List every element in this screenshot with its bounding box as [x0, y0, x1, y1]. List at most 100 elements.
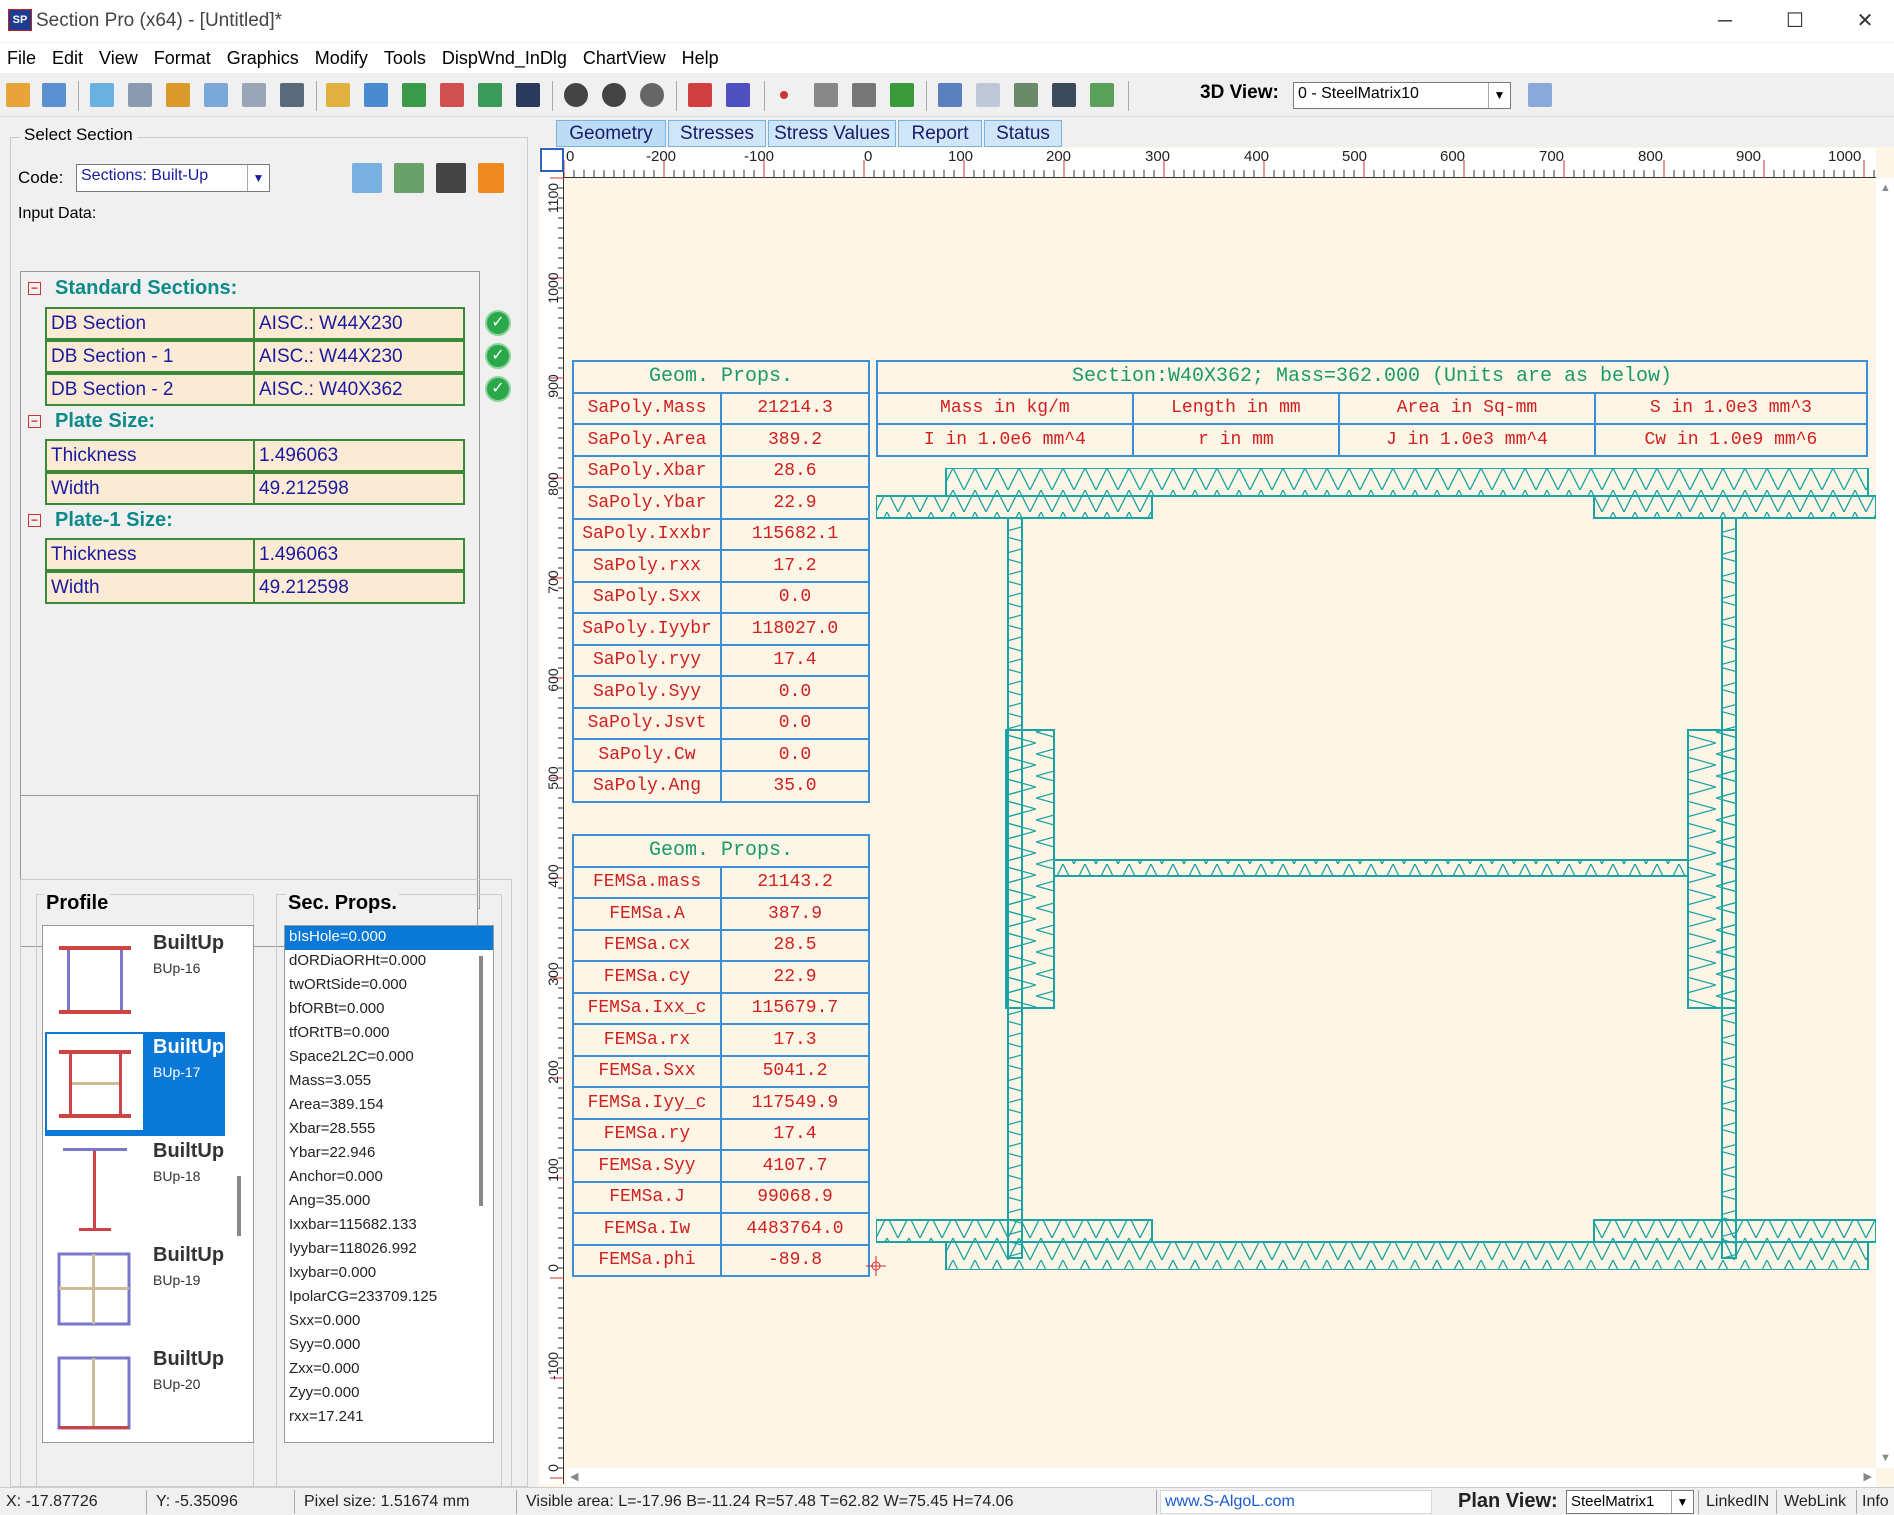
linkedin-link[interactable]: LinkedIN	[1706, 1493, 1770, 1510]
mesh-edit-icon[interactable]	[726, 83, 750, 107]
secprop-item[interactable]: bIsHole=0.000	[285, 926, 493, 950]
menu-graphics[interactable]: Graphics	[226, 48, 299, 68]
fit-view-icon[interactable]	[540, 148, 564, 172]
secprop-item[interactable]: IpolarCG=233709.125	[289, 1288, 438, 1305]
clipboard-icon[interactable]	[436, 163, 466, 193]
horizontal-scrollbar[interactable]: ◀ ▶	[566, 1468, 1876, 1487]
secprop-item[interactable]: dORDiaORHt=0.000	[289, 952, 427, 969]
plan-view-select[interactable]: SteelMatrix1 ▼	[1566, 1490, 1694, 1514]
secprop-item[interactable]: tfORtTB=0.000	[289, 1024, 390, 1041]
secprop-item[interactable]: Ang=35.000	[289, 1192, 371, 1209]
secprop-item[interactable]: bfORBt=0.000	[289, 1000, 385, 1017]
profile-list[interactable]: BuiltUp BUp-16 BuiltUp BUp-17 BuiltUp BU…	[42, 925, 254, 1443]
tab-stresses[interactable]: Stresses	[668, 120, 766, 147]
website-link[interactable]: www.S-AlgoL.com	[1160, 1490, 1432, 1514]
menu-file[interactable]: File	[7, 48, 37, 68]
grid-value[interactable]: 49.212598	[259, 577, 349, 598]
secprop-item[interactable]: Anchor=0.000	[289, 1168, 383, 1185]
close-button[interactable]: ✕	[1856, 10, 1874, 32]
grid-value[interactable]: 49.212598	[259, 478, 349, 499]
profile-item[interactable]: BuiltUp BUp-16	[45, 928, 225, 1032]
menu-modify[interactable]: Modify	[314, 48, 368, 68]
secprop-item[interactable]: Xbar=28.555	[289, 1120, 376, 1137]
category-plate-size[interactable]: −Plate Size:	[28, 410, 155, 433]
profile-item[interactable]: BuiltUp BUp-19	[45, 1240, 225, 1344]
mesh-icon[interactable]	[688, 83, 712, 107]
tab-report[interactable]: Report	[898, 120, 982, 147]
eye-search-icon[interactable]	[42, 83, 66, 107]
menu-tools[interactable]: Tools	[383, 48, 426, 68]
profile-item-selected[interactable]: BuiltUp BUp-17	[45, 1032, 225, 1136]
grid-value[interactable]: 1.496063	[259, 544, 339, 565]
menu-view[interactable]: View	[99, 48, 138, 68]
secprop-item[interactable]: Space2L2C=0.000	[289, 1048, 414, 1065]
secprop-item[interactable]: Zxx=0.000	[289, 1360, 360, 1377]
info-link[interactable]: Info	[1862, 1493, 1889, 1510]
reload-icon[interactable]	[478, 163, 504, 193]
scrollbar-thumb[interactable]	[479, 956, 483, 1206]
menu-dispwnd[interactable]: DispWnd_InDlg	[441, 48, 567, 68]
check-icon[interactable]: ✓	[485, 343, 511, 369]
check-icon[interactable]: ✓	[485, 310, 511, 336]
zoom-icon[interactable]	[640, 83, 664, 107]
collapse-icon[interactable]: −	[28, 415, 41, 428]
polygon-icon[interactable]	[852, 83, 876, 107]
grid-value[interactable]: AISC.: W44X230	[259, 313, 403, 334]
secprop-item[interactable]: Sxx=0.000	[289, 1312, 361, 1329]
maximize-button[interactable]: ☐	[1786, 10, 1804, 32]
secprop-item[interactable]: Iyybar=118026.992	[289, 1240, 417, 1257]
view3d-settings-icon[interactable]	[1528, 83, 1552, 107]
save-all-icon[interactable]	[1052, 83, 1076, 107]
table-icon[interactable]	[364, 83, 388, 107]
weblink-link[interactable]: WebLink	[1784, 1493, 1846, 1510]
section-info-icon[interactable]	[352, 163, 382, 193]
open-folder-icon[interactable]	[326, 83, 350, 107]
secprop-item[interactable]: Ixybar=0.000	[289, 1264, 377, 1281]
pdf-icon[interactable]	[440, 83, 464, 107]
line-icon[interactable]	[814, 83, 838, 107]
refresh-icon[interactable]	[204, 83, 228, 107]
scrollbar-thumb[interactable]	[237, 1176, 241, 1236]
box-icon[interactable]	[166, 83, 190, 107]
scroll-left-icon[interactable]: ◀	[570, 1471, 579, 1483]
point-icon[interactable]	[780, 91, 788, 99]
secprops-list[interactable]: bIsHole=0.000 dORDiaORHt=0.000 twORtSide=0…	[284, 925, 494, 1443]
secprop-item[interactable]: Area=389.154	[289, 1096, 384, 1113]
grid-icon[interactable]	[128, 83, 152, 107]
menu-help[interactable]: Help	[681, 48, 719, 68]
check-icon[interactable]: ✓	[485, 376, 511, 402]
category-plate-1-size[interactable]: −Plate-1 Size:	[28, 509, 173, 532]
scroll-up-icon[interactable]: ▲	[1880, 182, 1891, 194]
tab-stress-values[interactable]: Stress Values	[768, 120, 896, 147]
profile-item[interactable]: BuiltUp BUp-18	[45, 1136, 225, 1240]
category-standard-sections[interactable]: −Standard Sections:	[28, 277, 237, 300]
secprop-item[interactable]: Ixxbar=115682.133	[289, 1216, 417, 1233]
secprop-item[interactable]: twORtSide=0.000	[289, 976, 407, 993]
chart-icon[interactable]	[402, 83, 426, 107]
code-select[interactable]: Sections: Built-Up ▼	[76, 164, 270, 192]
node-icon[interactable]	[938, 83, 962, 107]
profile-item[interactable]: BuiltUp BUp-20	[45, 1344, 225, 1442]
secprop-item[interactable]: Ybar=22.946	[289, 1144, 376, 1161]
secprop-item[interactable]: Zyy=0.000	[289, 1384, 360, 1401]
copy-icon[interactable]	[1014, 83, 1038, 107]
menu-format[interactable]: Format	[153, 48, 211, 68]
section-table-icon[interactable]	[394, 163, 424, 193]
grid-value[interactable]: AISC.: W40X362	[259, 379, 403, 400]
export-icon[interactable]	[280, 83, 304, 107]
secprop-item[interactable]: rxx=17.241	[289, 1408, 364, 1425]
secprop-item[interactable]: Syy=0.000	[289, 1336, 361, 1353]
menu-chartview[interactable]: ChartView	[582, 48, 666, 68]
redo-icon[interactable]	[602, 83, 626, 107]
grid-value[interactable]: AISC.: W44X230	[259, 346, 403, 367]
vertical-scrollbar[interactable]: ▲ ▼	[1876, 178, 1894, 1468]
tab-status[interactable]: Status	[984, 120, 1062, 147]
secprop-item[interactable]: Mass=3.055	[289, 1072, 372, 1089]
print-icon[interactable]	[1090, 83, 1114, 107]
list-icon[interactable]	[976, 83, 1000, 107]
